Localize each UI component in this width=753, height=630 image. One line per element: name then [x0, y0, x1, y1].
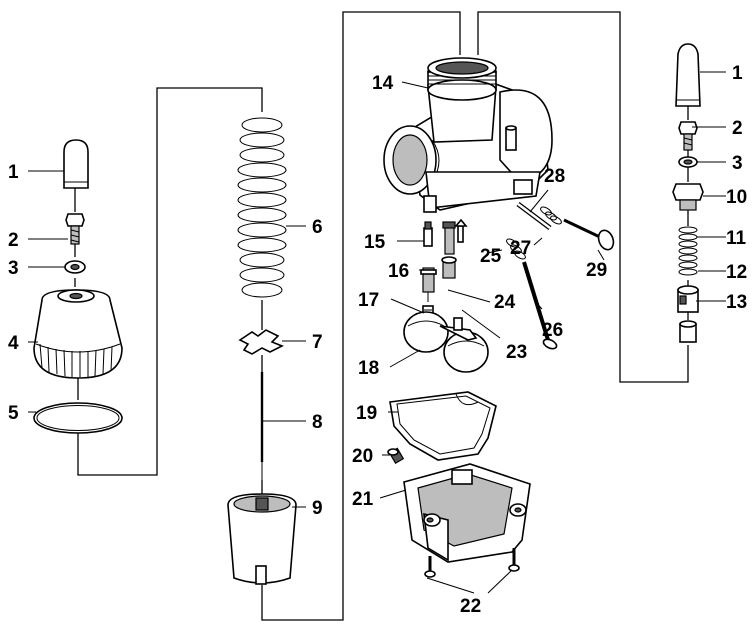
leader-lines	[28, 71, 726, 594]
adjuster-bolt-right	[678, 121, 698, 151]
choke-plunger	[677, 285, 699, 313]
label-17: 17	[358, 290, 379, 311]
needle-jet-holder	[420, 267, 437, 302]
label-10: 10	[726, 187, 747, 208]
label-19: 19	[356, 403, 377, 424]
label-3-left: 3	[8, 258, 19, 279]
label-14: 14	[372, 73, 394, 94]
label-29: 29	[586, 260, 607, 281]
label-11: 11	[726, 228, 747, 249]
throttle-spring	[237, 117, 287, 298]
cap-boot-right	[675, 43, 701, 107]
label-3-right: 3	[732, 153, 743, 174]
float-assembly	[403, 311, 489, 373]
pilot-jet	[423, 221, 433, 247]
idle-spring	[540, 206, 562, 225]
part-labels: 1 2 3 4 5 6 7 8 9 14 15 16 17 18 19 20 2…	[8, 63, 747, 617]
label-24: 24	[494, 292, 516, 313]
label-26: 26	[542, 320, 563, 341]
throttle-stop-screw	[522, 261, 558, 350]
label-28: 28	[544, 166, 565, 187]
label-25: 25	[480, 246, 502, 267]
label-22: 22	[460, 596, 481, 617]
float-bowl-gasket	[389, 391, 497, 461]
label-4: 4	[8, 333, 19, 354]
float-bowl	[403, 463, 531, 563]
label-1-left: 1	[8, 162, 19, 183]
label-1-right: 1	[732, 63, 743, 84]
label-7: 7	[312, 332, 323, 353]
air-screw-spring	[506, 238, 526, 260]
nut-left	[64, 260, 86, 274]
needle-valve-jet	[442, 221, 456, 255]
label-8: 8	[312, 412, 323, 433]
plunger-cap	[679, 320, 697, 343]
bowl-screws	[424, 548, 520, 578]
label-21: 21	[352, 489, 374, 510]
choke-nut	[672, 183, 704, 211]
label-9: 9	[312, 498, 323, 519]
label-12: 12	[726, 262, 747, 283]
air-screw	[563, 218, 615, 251]
label-18: 18	[358, 358, 379, 379]
label-6: 6	[312, 217, 323, 238]
adjuster-bolt-left	[65, 213, 85, 245]
drain-pin	[516, 202, 552, 230]
carb-top-cap	[33, 289, 123, 379]
label-2-right: 2	[732, 118, 743, 139]
assembly-lines	[74, 11, 689, 621]
nut-right	[678, 156, 698, 168]
choke-spring	[678, 226, 698, 276]
label-27: 27	[510, 238, 531, 259]
label-2-left: 2	[8, 230, 19, 251]
label-20: 20	[352, 446, 373, 467]
gasket-screw	[387, 447, 405, 465]
label-13: 13	[726, 292, 747, 313]
cap-boot-left	[63, 139, 89, 189]
label-5: 5	[8, 403, 19, 424]
carburetor-body	[383, 57, 553, 213]
float-valve-seat	[441, 256, 457, 279]
needle-clip-plate	[238, 329, 284, 355]
label-23: 23	[506, 342, 527, 363]
label-16: 16	[388, 261, 409, 282]
float-valve	[454, 218, 468, 243]
label-15: 15	[364, 232, 386, 253]
throttle-slide	[227, 493, 297, 585]
o-ring-seal	[33, 402, 123, 434]
